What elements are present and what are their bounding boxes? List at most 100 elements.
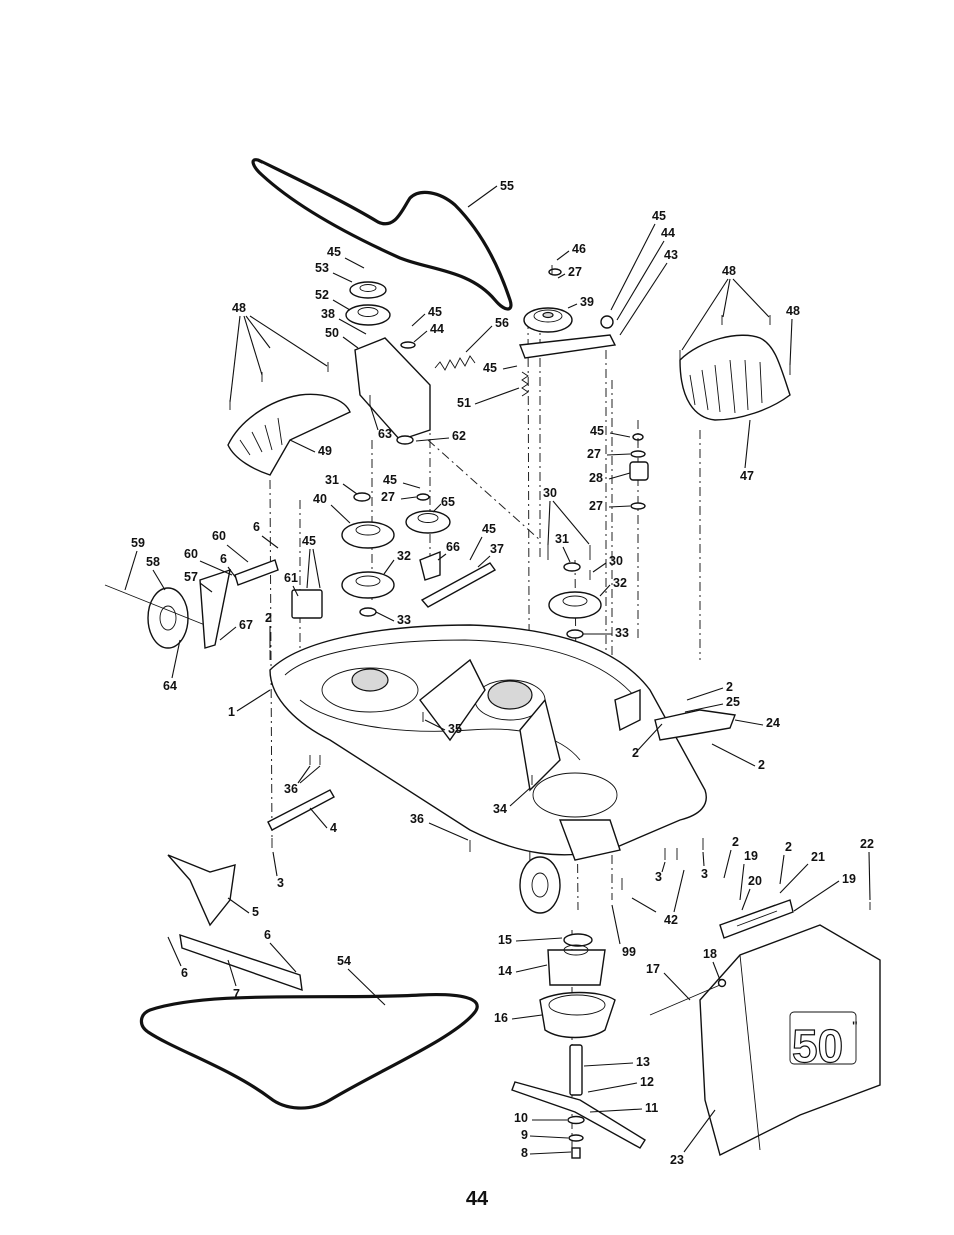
callout-55: 55: [500, 179, 514, 193]
callout-53: 53: [315, 261, 329, 275]
belt-54: [141, 995, 477, 1108]
callout-10: 10: [514, 1111, 528, 1125]
callout-42: 42: [664, 913, 678, 927]
spacer-28: [630, 462, 648, 480]
callout-44-b: 44: [430, 322, 444, 336]
callout-9: 9: [521, 1128, 528, 1142]
callout-57: 57: [184, 570, 198, 584]
callout-33-a: 33: [615, 626, 629, 640]
callout-46: 46: [572, 242, 586, 256]
callout-48-b: 48: [722, 264, 736, 278]
callout-2-f: 2: [785, 840, 792, 854]
callout-44-a: 44: [661, 226, 675, 240]
callout-7: 7: [233, 987, 240, 1001]
callout-50: 50: [325, 326, 339, 340]
callout-32-b: 32: [397, 549, 411, 563]
callout-63: 63: [378, 427, 392, 441]
callout-1: 1: [228, 705, 235, 719]
callout-2-d: 2: [758, 758, 765, 772]
callout-30-b: 30: [609, 554, 623, 568]
callout-6-b: 6: [220, 552, 227, 566]
callout-5: 5: [252, 905, 259, 919]
callout-59: 59: [131, 536, 145, 550]
callout-31-b: 31: [555, 532, 569, 546]
bracket-50: [355, 338, 430, 440]
callout-45-e: 45: [590, 424, 604, 438]
callout-24: 24: [766, 716, 780, 730]
callout-2-b: 2: [726, 680, 733, 694]
callout-2-c: 2: [632, 746, 639, 760]
callout-37: 37: [490, 542, 504, 556]
callout-48-c: 48: [786, 304, 800, 318]
callout-6-c: 6: [264, 928, 271, 942]
callout-8: 8: [521, 1146, 528, 1160]
callout-32-a: 32: [613, 576, 627, 590]
callout-3-a: 3: [277, 876, 284, 890]
callout-45-d: 45: [483, 361, 497, 375]
pulley-40: [342, 522, 394, 548]
callout-34: 34: [493, 802, 507, 816]
callout-18: 18: [703, 947, 717, 961]
page-number: 44: [0, 1188, 954, 1211]
callout-27-d: 27: [381, 490, 395, 504]
pulley-32-right: [549, 592, 601, 618]
spring-51: [522, 372, 528, 396]
pulley-32-left: [342, 572, 394, 598]
pulley-53: [350, 282, 386, 298]
callout-31-a: 31: [325, 473, 339, 487]
callout-16: 16: [494, 1011, 508, 1025]
callout-52: 52: [315, 288, 329, 302]
callout-66: 66: [446, 540, 460, 554]
callout-45-c: 45: [428, 305, 442, 319]
callout-56: 56: [495, 316, 509, 330]
wheel-arm-57: [200, 570, 230, 648]
callout-45-a: 45: [652, 209, 666, 223]
callout-60-b: 60: [184, 547, 198, 561]
callout-38: 38: [321, 307, 335, 321]
callout-33-b: 33: [397, 613, 411, 627]
callout-21: 21: [811, 850, 825, 864]
callout-11: 11: [645, 1101, 658, 1115]
callout-19-a: 19: [744, 849, 758, 863]
callout-22: 22: [860, 837, 874, 851]
callout-67: 67: [239, 618, 253, 632]
discharge-chute-23: 50 ": [700, 925, 880, 1155]
callout-64: 64: [163, 679, 177, 693]
callout-13: 13: [636, 1055, 650, 1069]
callout-19-b: 19: [842, 872, 856, 886]
shield-16: [540, 993, 615, 1038]
belt-guard-49: [228, 394, 350, 475]
hinge-bracket-20: [720, 900, 793, 938]
callout-2-a: 2: [265, 611, 272, 625]
hanger-bracket-5: [168, 855, 235, 925]
spring-56: [435, 356, 475, 370]
callout-40: 40: [313, 492, 327, 506]
callout-28: 28: [589, 471, 603, 485]
callout-62: 62: [452, 429, 466, 443]
callout-54: 54: [337, 954, 351, 968]
callout-43: 43: [664, 248, 678, 262]
callout-4: 4: [330, 821, 337, 835]
callout-17: 17: [646, 962, 660, 976]
callout-45-f: 45: [383, 473, 397, 487]
callout-48-a: 48: [232, 301, 246, 315]
link-7: [180, 935, 302, 990]
callout-6-a: 6: [253, 520, 260, 534]
callout-36-a: 36: [284, 782, 298, 796]
callout-39: 39: [580, 295, 594, 309]
callout-99: 99: [622, 945, 636, 959]
callout-12: 12: [640, 1075, 654, 1089]
callout-35: 35: [448, 722, 462, 736]
callout-65: 65: [441, 495, 455, 509]
callout-2-e: 2: [732, 835, 739, 849]
pulley-52: [346, 305, 390, 325]
callout-3-b: 3: [655, 870, 662, 884]
callout-15: 15: [498, 933, 512, 947]
bracket-60: [235, 560, 278, 585]
callout-23: 23: [670, 1153, 684, 1167]
callout-27-c: 27: [589, 499, 603, 513]
callout-58: 58: [146, 555, 160, 569]
callout-61: 61: [284, 571, 298, 585]
pulley-39: [524, 308, 572, 332]
callout-51: 51: [457, 396, 471, 410]
